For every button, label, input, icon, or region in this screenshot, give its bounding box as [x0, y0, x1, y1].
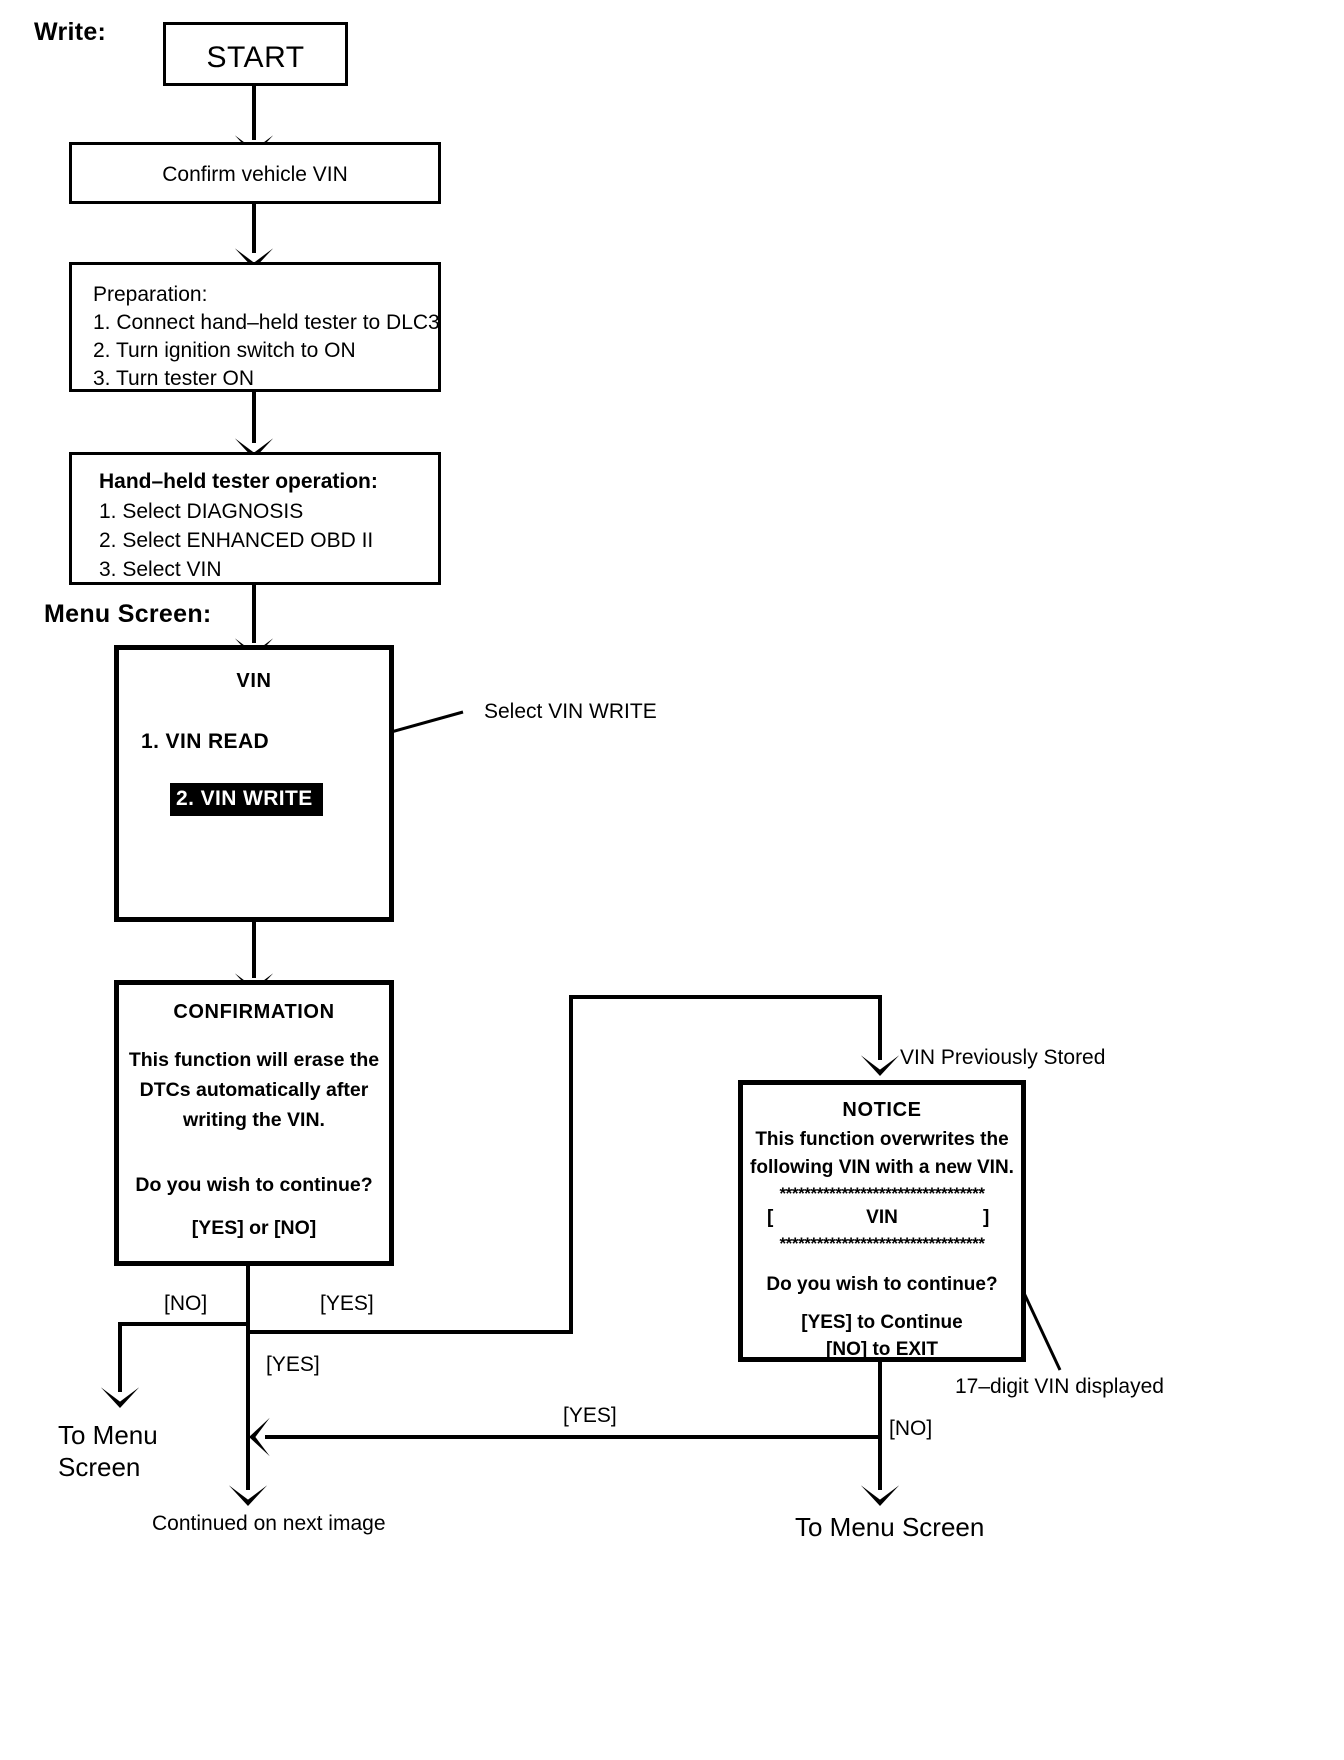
screen-confirmation: CONFIRMATION This function will erase th… — [114, 980, 394, 1266]
confirmation-options[interactable]: [YES] or [NO] — [191, 1217, 317, 1239]
vin-menu-item-vin-read[interactable]: 1. VIN READ — [141, 730, 270, 753]
callout-select-vin-write: Select VIN WRITE — [484, 700, 657, 723]
vin-menu-item-vin-write-wrap[interactable]: 2. VIN WRITE — [135, 756, 323, 843]
callout-vin-previously-stored: VIN Previously Stored — [900, 1046, 1106, 1069]
terminal-continued: Continued on next image — [152, 1512, 386, 1535]
notice-stars-top: ********************************* — [779, 1184, 985, 1203]
terminal-to-menu-screen-right: To Menu Screen — [795, 1512, 985, 1542]
node-start-label: START — [206, 41, 305, 74]
confirmation-question: Do you wish to continue? — [135, 1174, 373, 1196]
confirmation-line-1: This function will erase the — [128, 1049, 380, 1071]
notice-line-1: This function overwrites the — [755, 1129, 1009, 1150]
notice-stars-bottom: ********************************* — [779, 1234, 985, 1253]
preparation-step-1: 1. Connect hand–held tester to DLC3 — [93, 311, 440, 334]
notice-vin-field-open: [ — [767, 1207, 774, 1228]
confirmation-line-2: DTCs automatically after — [139, 1079, 369, 1101]
notice-question: Do you wish to continue? — [766, 1274, 998, 1295]
preparation-step-2: 2. Turn ignition switch to ON — [93, 339, 356, 362]
vin-menu-title: VIN — [236, 670, 272, 692]
tester-operation-heading: Hand–held tester operation: — [99, 470, 378, 493]
preparation-step-3: 3. Turn tester ON — [93, 367, 255, 390]
callout-17-digit-vin: 17–digit VIN displayed — [955, 1375, 1164, 1398]
notice-vin-field-label: VIN — [866, 1207, 898, 1228]
terminal-to-menu-screen-left: To Menu Screen — [58, 1420, 158, 1482]
preparation-heading: Preparation: — [93, 283, 208, 306]
notice-line-2: following VIN with a new VIN. — [750, 1157, 1014, 1178]
edge-label-no-bottom-right: [NO] — [889, 1417, 933, 1440]
node-start: START — [163, 22, 348, 86]
vin-menu-item-vin-write[interactable]: 2. VIN WRITE — [170, 783, 323, 816]
confirmation-title: CONFIRMATION — [173, 1001, 335, 1023]
screen-notice: NOTICE This function overwrites the foll… — [738, 1080, 1026, 1362]
notice-option-no[interactable]: [NO] to EXIT — [826, 1339, 938, 1360]
edge-label-yes-bottom: [YES] — [563, 1404, 617, 1427]
confirmation-line-3: writing the VIN. — [183, 1109, 325, 1131]
edge-label-yes-down: [YES] — [266, 1353, 320, 1376]
screen-vin-menu: VIN 1. VIN READ 2. VIN WRITE — [114, 645, 394, 922]
node-confirm-vehicle-vin: Confirm vehicle VIN — [69, 142, 441, 204]
tester-operation-step-2: 2. Select ENHANCED OBD II — [99, 529, 374, 552]
notice-title: NOTICE — [842, 1099, 922, 1121]
edge-label-no-left: [NO] — [164, 1292, 208, 1315]
menu-screen-label: Menu Screen: — [44, 600, 212, 628]
edge-label-yes-right: [YES] — [320, 1292, 374, 1315]
node-confirm-vehicle-vin-label: Confirm vehicle VIN — [162, 163, 348, 186]
tester-operation-step-3: 3. Select VIN — [99, 558, 222, 581]
tester-operation-step-1: 1. Select DIAGNOSIS — [99, 500, 304, 523]
notice-vin-field-close: ] — [983, 1207, 990, 1228]
node-tester-operation: Hand–held tester operation: 1. Select DI… — [69, 452, 441, 585]
page-title: Write: — [34, 18, 107, 46]
node-preparation: Preparation: 1. Connect hand–held tester… — [69, 262, 441, 392]
notice-option-yes[interactable]: [YES] to Continue — [801, 1312, 963, 1333]
